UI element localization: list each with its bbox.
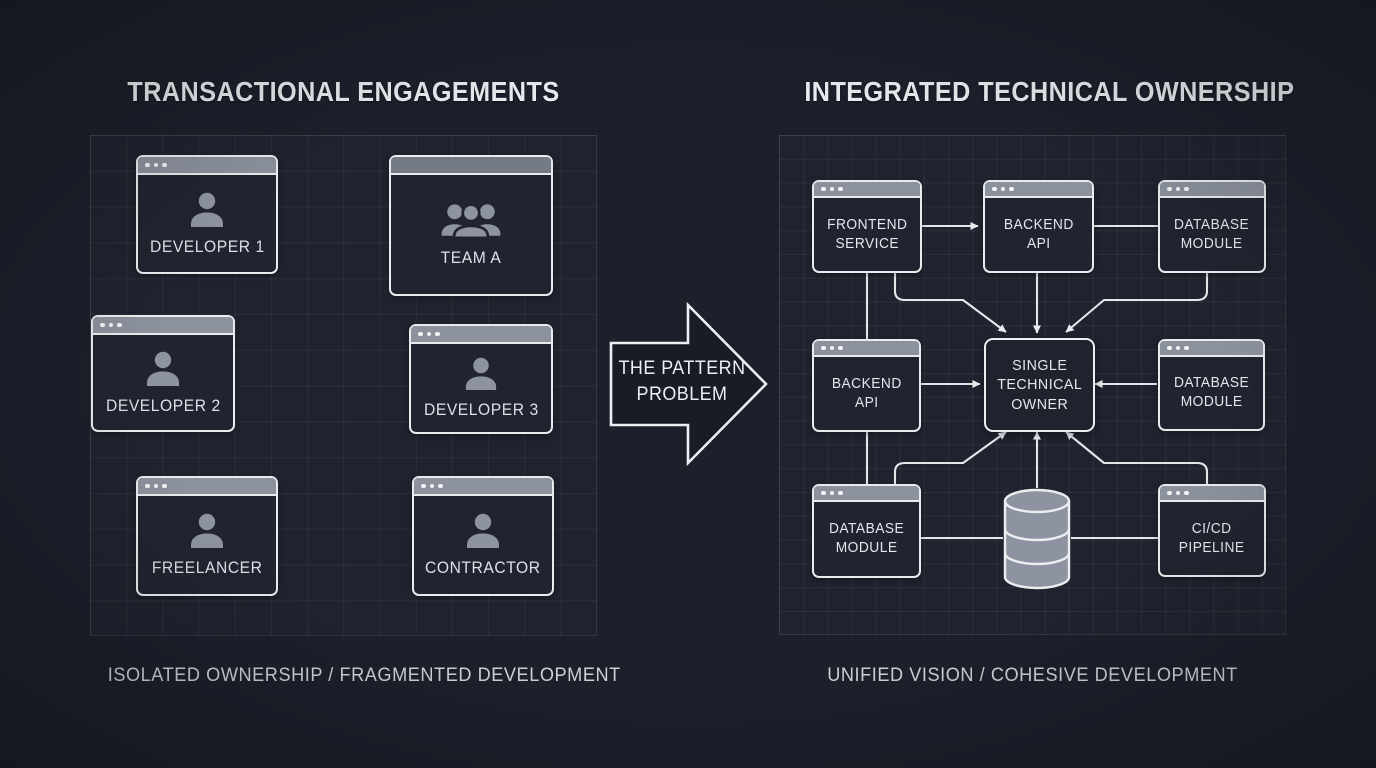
database-cylinder-icon bbox=[1003, 488, 1071, 590]
window-developer-1: DEVELOPER 1 bbox=[136, 155, 278, 274]
window-label: FREELANCER bbox=[151, 558, 263, 577]
window-body: DEVELOPER 2 bbox=[93, 335, 233, 430]
window-dots-icon bbox=[421, 483, 443, 489]
person-icon bbox=[467, 513, 499, 548]
pattern-problem-arrow: THE PATTERN PROBLEM bbox=[598, 294, 776, 472]
window-titlebar bbox=[411, 326, 551, 344]
window-label: DEVELOPER 1 bbox=[149, 236, 265, 256]
team-icon bbox=[440, 202, 502, 239]
window-titlebar bbox=[138, 157, 276, 175]
window-dots-icon bbox=[418, 331, 440, 337]
window-body: DEVELOPER 3 bbox=[411, 344, 551, 432]
right-arrow-icon bbox=[609, 301, 768, 467]
window-dots-icon bbox=[992, 186, 1014, 192]
window-freelancer: FREELANCER bbox=[136, 476, 278, 596]
window-body: FREELANCER bbox=[138, 496, 276, 594]
window-dots-icon bbox=[821, 186, 843, 192]
window-titlebar bbox=[1160, 341, 1263, 357]
window-team-a: TEAM A bbox=[389, 155, 553, 296]
person-icon bbox=[191, 192, 223, 227]
person-icon bbox=[465, 357, 497, 391]
window-dots-icon bbox=[821, 345, 843, 351]
window-dots-icon bbox=[100, 322, 122, 328]
window-dots-icon bbox=[145, 162, 167, 168]
person-icon bbox=[191, 513, 223, 548]
window-developer-2: DEVELOPER 2 bbox=[91, 315, 235, 432]
window-titlebar bbox=[414, 478, 552, 496]
window-label: CONTRACTOR bbox=[425, 558, 541, 577]
window-titlebar bbox=[1160, 182, 1264, 198]
window-titlebar bbox=[814, 182, 920, 198]
window-titlebar bbox=[814, 486, 919, 502]
left-section-title: TRANSACTIONAL ENGAGEMENTS bbox=[127, 76, 560, 107]
window-dots-icon bbox=[1167, 186, 1189, 192]
window-titlebar bbox=[1160, 486, 1264, 502]
window-dots-icon bbox=[1167, 490, 1189, 496]
left-section-caption: ISOLATED OWNERSHIP / FRAGMENTED DEVELOPM… bbox=[107, 664, 621, 686]
window-titlebar bbox=[985, 182, 1092, 198]
window-titlebar bbox=[93, 317, 233, 335]
window-dots-icon bbox=[145, 483, 167, 489]
window-titlebar bbox=[391, 157, 551, 175]
pattern-problem-label: THE PATTERN PROBLEM bbox=[618, 357, 746, 405]
person-icon bbox=[147, 351, 179, 386]
right-section-caption: UNIFIED VISION / COHESIVE DEVELOPMENT bbox=[827, 664, 1238, 686]
window-dots-icon bbox=[1167, 345, 1189, 351]
connector-lines bbox=[865, 222, 1209, 540]
left-grid-panel: DEVELOPER 1 TEAM A DEVELOPER 2 DEVELOPER… bbox=[90, 135, 597, 636]
window-body: DEVELOPER 1 bbox=[138, 175, 276, 272]
window-dots-icon bbox=[821, 490, 843, 496]
window-developer-3: DEVELOPER 3 bbox=[409, 324, 553, 434]
window-contractor: CONTRACTOR bbox=[412, 476, 554, 596]
right-section-title: INTEGRATED TECHNICAL OWNERSHIP bbox=[804, 76, 1295, 107]
window-label: DEVELOPER 3 bbox=[423, 400, 539, 419]
window-body: TEAM A bbox=[391, 175, 551, 294]
window-titlebar bbox=[138, 478, 276, 496]
window-label: TEAM A bbox=[440, 247, 502, 267]
window-body: CONTRACTOR bbox=[414, 496, 552, 594]
window-label: DEVELOPER 2 bbox=[105, 395, 221, 415]
window-titlebar bbox=[814, 341, 919, 357]
